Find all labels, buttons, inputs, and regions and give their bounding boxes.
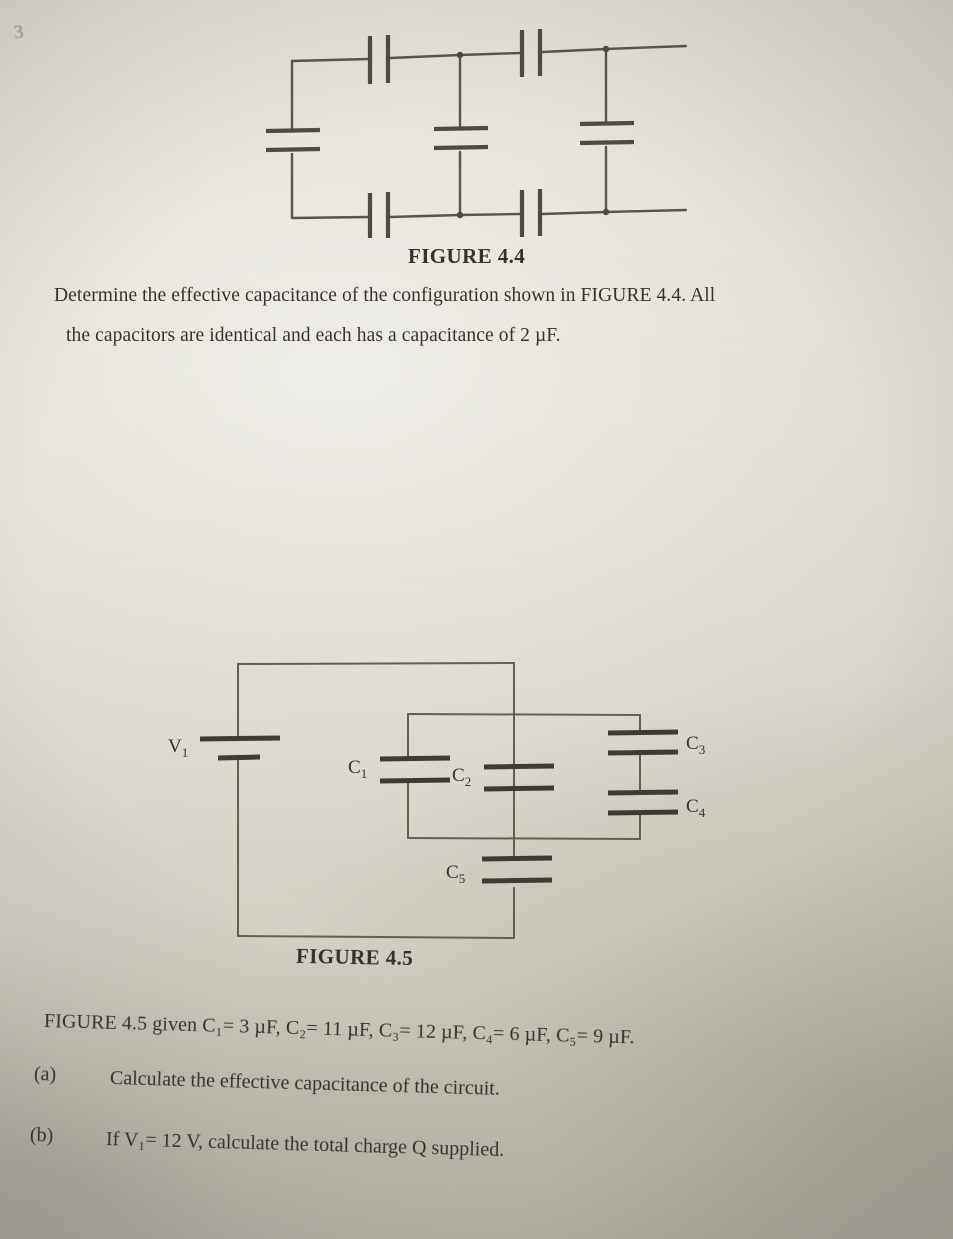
- capacitor-c4-plate-a: [607, 789, 679, 796]
- capacitor-right-shunt-plate-b: [579, 139, 635, 146]
- capacitor-c5-plate-a: [481, 855, 553, 862]
- node-bottom-middle: [456, 211, 464, 219]
- capacitor-left-shunt-plate-b: [265, 146, 321, 153]
- capacitor-c4-plate-b: [607, 809, 679, 816]
- capacitor-c2-plate-b: [483, 785, 555, 792]
- node-bottom-right: [602, 208, 610, 216]
- node-top-middle: [456, 51, 464, 59]
- part-a-label: (a): [33, 1063, 57, 1086]
- fig45-outer-loop-wires: [237, 662, 515, 939]
- label-c5: C5: [446, 862, 465, 886]
- capacitor-c1-plate-b: [379, 777, 451, 784]
- capacitor-middle-shunt-plate-a: [433, 125, 489, 132]
- label-c4: C4: [686, 796, 706, 820]
- figure-4-4-circuit-diagram: [265, 29, 688, 238]
- fig44-wires: [290, 44, 688, 220]
- label-c2: C2: [452, 765, 471, 789]
- capacitor-right-shunt-plate-a: [579, 120, 635, 127]
- figure-4-4-caption: FIGURE 4.4: [408, 244, 526, 268]
- capacitor-c5-plate-b: [481, 877, 553, 884]
- label-v1: V1: [168, 736, 188, 760]
- question-4-4-line-1: Determine the effective capacitance of t…: [54, 285, 716, 306]
- capacitor-middle-shunt-plate-b: [433, 144, 489, 151]
- figure-4-5-circuit-diagram: V1 C1 C2 C3 C4 C5: [168, 662, 706, 939]
- capacitor-c3-plate-b: [607, 749, 679, 756]
- fig44-junction-nodes: [456, 45, 610, 219]
- battery-long-plate: [199, 735, 281, 742]
- fig44-capacitors: [265, 29, 635, 238]
- node-top-right: [602, 45, 610, 53]
- capacitor-c2-plate-a: [483, 763, 555, 770]
- label-c3: C3: [686, 733, 705, 757]
- label-c1: C1: [348, 757, 367, 781]
- question-4-4-line-2: the capacitors are identical and each ha…: [66, 325, 561, 346]
- battery-short-plate: [217, 754, 261, 761]
- capacitor-c3-plate-a: [607, 729, 679, 736]
- fig45-battery: [199, 735, 281, 761]
- figure-4-5-caption: FIGURE 4.5: [295, 943, 414, 971]
- capacitor-c1-plate-a: [379, 755, 451, 762]
- capacitor-left-shunt-plate-a: [265, 127, 321, 134]
- fig45-capacitors: [379, 729, 679, 884]
- fig45-inner-loop-wires: [407, 713, 641, 840]
- part-b-label: (b): [29, 1124, 54, 1147]
